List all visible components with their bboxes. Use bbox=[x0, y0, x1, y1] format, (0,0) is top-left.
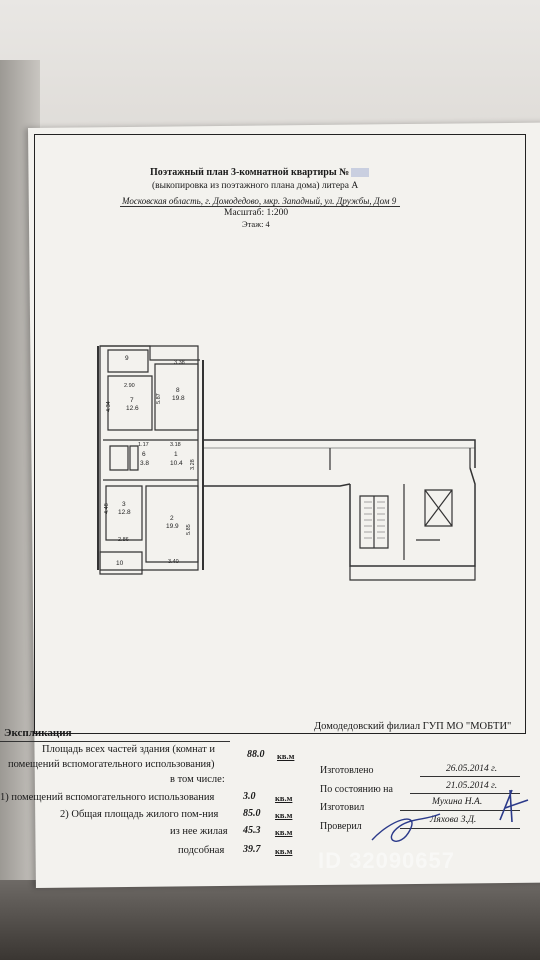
made-underline bbox=[420, 776, 520, 777]
plan-floor: Этаж: 4 bbox=[242, 219, 270, 229]
explication-line2: помещений вспомогательного использования… bbox=[8, 759, 215, 770]
room-1-label: 1 bbox=[174, 451, 178, 458]
dim-label: 4.48 bbox=[104, 503, 110, 514]
total-area-unit: кв.м bbox=[277, 751, 295, 761]
made-label: Изготовлено bbox=[320, 765, 374, 776]
dim-label: 4.34 bbox=[106, 401, 112, 412]
state-date: 21.05.2014 г. bbox=[446, 781, 498, 791]
living-total-unit: кв.м bbox=[275, 810, 293, 820]
plan-title: Поэтажный план 3-комнатной квартиры № bbox=[150, 167, 370, 178]
total-area-value: 88.0 bbox=[247, 749, 265, 760]
plan-subtitle: (выкопировка из поэтажного плана дома) л… bbox=[152, 181, 359, 191]
made-date: 26.05.2014 г. bbox=[446, 764, 498, 774]
dim-label: 1.17 bbox=[138, 442, 149, 448]
room-7-area: 12.6 bbox=[126, 405, 139, 412]
living-area-value: 45.3 bbox=[243, 825, 261, 836]
room-9-outline bbox=[107, 349, 149, 373]
dim-label: 5.87 bbox=[156, 393, 162, 404]
checker-underline bbox=[400, 828, 520, 829]
aux-area-value: 3.0 bbox=[243, 791, 256, 802]
living-total-value: 85.0 bbox=[243, 808, 261, 819]
dim-label: 3.28 bbox=[190, 459, 196, 470]
table-surface bbox=[0, 880, 540, 960]
room-7-label: 7 bbox=[130, 397, 134, 404]
maker-name: Мухина Н.А. bbox=[432, 797, 483, 807]
redacted-apartment-number bbox=[351, 168, 370, 178]
maker-underline bbox=[400, 810, 520, 811]
room-9-label: 9 bbox=[125, 355, 129, 362]
room-1-area: 10.4 bbox=[170, 460, 183, 467]
dim-label: 2.90 bbox=[124, 383, 135, 389]
dim-label: 2.86 bbox=[118, 537, 129, 543]
room-8-area: 19.8 bbox=[172, 395, 185, 402]
room-3-label: 3 bbox=[122, 501, 126, 508]
room-2-area: 19.9 bbox=[166, 523, 179, 530]
organization-name: Домодедовский филиал ГУП МО "МОБТИ" bbox=[314, 721, 512, 732]
room-10-outline bbox=[99, 551, 143, 575]
state-label: По состоянию на bbox=[320, 784, 393, 795]
room-6-outline bbox=[109, 445, 129, 471]
dim-label: 3.18 bbox=[170, 442, 181, 448]
room-2-outline bbox=[145, 485, 199, 563]
plan-scale: Масштаб: 1:200 bbox=[224, 208, 289, 218]
room-10-label: 10 bbox=[116, 560, 124, 567]
explication-underline bbox=[0, 741, 230, 742]
explication-heading: Экспликация bbox=[4, 727, 72, 739]
subsidiary-area-value: 39.7 bbox=[243, 844, 261, 855]
room-6-area: 3.8 bbox=[140, 460, 149, 467]
dim-label: 5.85 bbox=[186, 524, 192, 535]
plan-frame bbox=[34, 134, 526, 734]
dim-label: 3.38 bbox=[174, 360, 185, 366]
watermark: ID 32090657 bbox=[318, 848, 455, 873]
living-total-label: 2) Общая площадь жилого пом-ния bbox=[60, 809, 219, 820]
room-3-area: 12.8 bbox=[118, 509, 131, 516]
state-underline bbox=[410, 793, 520, 794]
maker-label: Изготовил bbox=[320, 802, 365, 813]
aux-area-unit: кв.м bbox=[275, 793, 293, 803]
room-8-outline bbox=[154, 363, 199, 431]
explication-line1: Площадь всех частей здания (комнат и bbox=[42, 744, 216, 755]
living-area-unit: кв.м bbox=[275, 827, 293, 837]
room-6-label: 6 bbox=[142, 451, 146, 458]
room-2-label: 2 bbox=[170, 515, 174, 522]
room-7-outline bbox=[107, 375, 153, 431]
room-3-outline bbox=[105, 485, 143, 541]
address-underline bbox=[120, 206, 400, 207]
checker-name: Ляхова З.Д. bbox=[430, 815, 477, 825]
subsidiary-area-unit: кв.м bbox=[275, 846, 293, 856]
aux-area-label: 1) помещений вспомогательного использова… bbox=[0, 792, 215, 803]
room-8-label: 8 bbox=[176, 387, 180, 394]
staircase bbox=[359, 495, 389, 549]
including-label: в том числе: bbox=[170, 774, 225, 785]
apartment-outline bbox=[99, 345, 199, 571]
plan-address: Московская область, г. Домодедово, мкр. … bbox=[122, 196, 397, 206]
maker-signature bbox=[499, 789, 529, 823]
checker-signature bbox=[371, 813, 441, 842]
dim-label: 3.40 bbox=[168, 559, 179, 565]
elevator-shaft bbox=[424, 489, 453, 527]
living-area-label: из нее жилая bbox=[170, 826, 228, 837]
subsidiary-area-label: подсобная bbox=[178, 845, 225, 856]
checker-label: Проверил bbox=[320, 821, 362, 832]
